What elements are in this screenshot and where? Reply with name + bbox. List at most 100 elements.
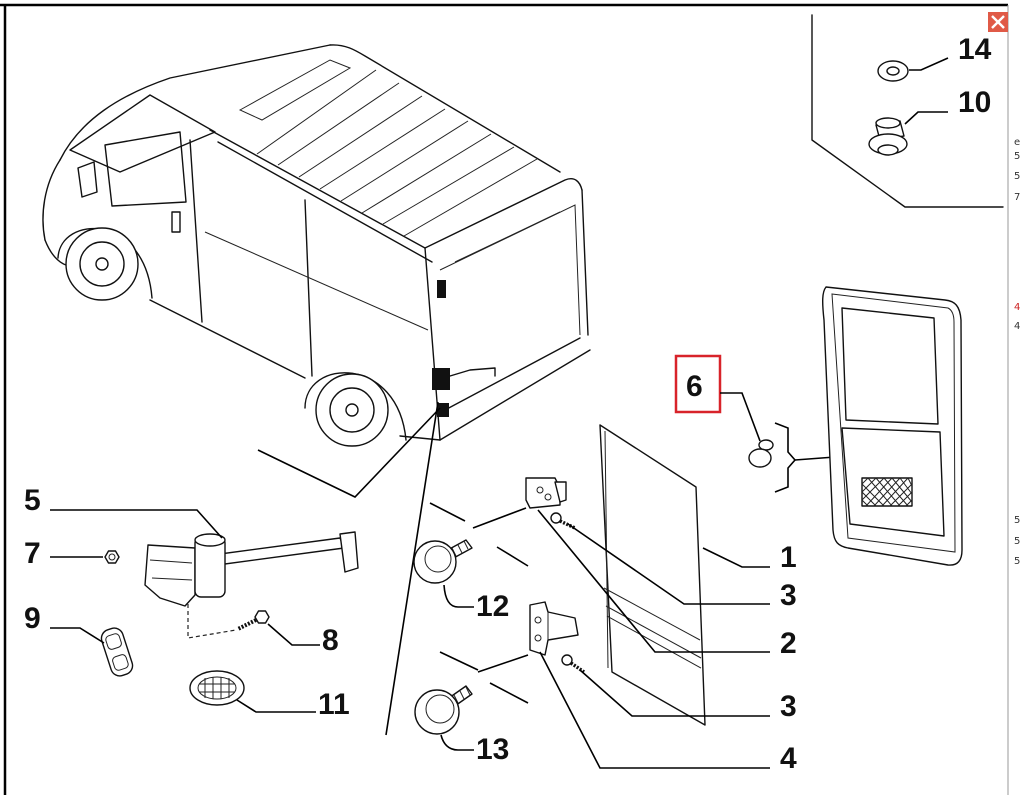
edge-fragment: 5 <box>1014 556 1021 567</box>
callout-1[interactable]: 1 <box>780 541 797 574</box>
callout-6[interactable]: 6 <box>686 370 703 403</box>
strap-arm <box>204 537 345 567</box>
leader-3-lower <box>579 669 770 717</box>
callout-7[interactable]: 7 <box>24 537 41 570</box>
nut-part-7 <box>104 550 120 564</box>
washer-hole <box>886 66 900 76</box>
callout-5[interactable]: 5 <box>24 484 41 517</box>
van-front-door-edge <box>189 139 203 323</box>
callout-9[interactable]: 9 <box>24 602 41 635</box>
van-detail-leader <box>385 401 439 736</box>
plug-part-6 <box>748 439 774 468</box>
plug-base <box>877 144 899 156</box>
roof-rib <box>340 120 469 202</box>
plug-part-9 <box>100 627 134 677</box>
hinge-part-4 <box>529 601 579 656</box>
bumper-part-12 <box>413 539 473 584</box>
roof-rib <box>277 82 400 166</box>
edge-fragment: 5 <box>1014 515 1021 526</box>
leader-10 <box>904 111 948 125</box>
plug-top <box>875 117 901 129</box>
edge-fragment: 4 <box>1014 302 1021 313</box>
screw-part-3-upper <box>550 512 576 530</box>
van-cargo-floor <box>444 337 581 411</box>
callout-14[interactable]: 14 <box>958 33 992 66</box>
van-roof-vent <box>238 59 352 121</box>
roof-rib <box>319 108 446 190</box>
van-detail-leader <box>257 407 441 498</box>
edge-fragment: 5 <box>1014 151 1021 162</box>
roof-rib <box>382 146 515 225</box>
check-strap-part-5 <box>144 531 359 607</box>
leader-11 <box>236 699 316 713</box>
roof-rib <box>361 133 492 214</box>
edge-fragment: e <box>1014 137 1021 148</box>
callout-4[interactable]: 4 <box>780 742 797 775</box>
van-rear-wheel <box>315 373 389 447</box>
door-window-area <box>841 307 939 425</box>
edge-fragment: 4 <box>1014 321 1021 332</box>
leader-14 <box>909 57 949 71</box>
van-door-handle <box>171 211 181 233</box>
inset-border <box>811 14 1004 208</box>
bumper-part-13 <box>414 685 473 735</box>
roof-rib <box>256 69 377 155</box>
selected-callout-box[interactable] <box>674 354 722 414</box>
close-button[interactable] <box>988 12 1008 32</box>
roof-rib <box>403 158 538 237</box>
van-hinge-lower <box>437 403 449 417</box>
van-rear-sill <box>439 349 591 441</box>
explode-line <box>496 546 529 567</box>
callout-10[interactable]: 10 <box>958 86 991 119</box>
screw-part-3-lower <box>561 654 585 674</box>
van-roof-side-edge <box>209 129 426 249</box>
callout-2[interactable]: 2 <box>780 627 797 660</box>
callout-3-lower[interactable]: 3 <box>780 690 797 723</box>
callout-13[interactable]: 13 <box>476 733 509 766</box>
edge-fragment: 7 <box>1014 192 1021 203</box>
bracket-pointer <box>794 456 836 461</box>
van-rear-opening <box>439 204 581 336</box>
callout-12[interactable]: 12 <box>476 590 509 623</box>
hinge-upper-leader <box>472 507 527 529</box>
van-side-sill <box>149 299 306 379</box>
leader-12 <box>443 584 474 608</box>
strap-body-top <box>194 533 226 547</box>
leader-9 <box>50 627 105 644</box>
van-front-wheel <box>65 227 139 301</box>
nut-hole <box>108 553 116 561</box>
roof-rib <box>298 95 423 178</box>
close-icon[interactable] <box>991 15 1005 29</box>
leader-13 <box>440 734 474 751</box>
van-roof-front <box>59 44 331 161</box>
van-hinge-upper <box>432 368 450 390</box>
explode-line <box>489 682 529 704</box>
van-windshield <box>69 94 216 173</box>
van-rear-sill-side <box>399 435 441 441</box>
van-illustration <box>42 44 591 447</box>
edge-fragment: 5 <box>1014 536 1021 547</box>
explode-line <box>429 502 466 522</box>
door-mesh-pattern <box>861 477 913 507</box>
van-roof-far-edge <box>329 44 561 173</box>
callout-11[interactable]: 11 <box>318 688 350 721</box>
van-sliding-door-edge <box>304 199 313 377</box>
bolt-part-8 <box>237 610 270 631</box>
strap-bracket <box>144 544 196 607</box>
callout-3-upper[interactable]: 3 <box>780 579 797 612</box>
van-rear-header <box>424 178 583 249</box>
cover-part-11 <box>189 670 245 706</box>
leader-6 <box>720 392 761 442</box>
door-lower-panel <box>841 427 945 537</box>
van-side-window <box>104 131 187 207</box>
hinge-lower-leader <box>477 654 529 673</box>
rear-door-inner-view <box>821 286 963 566</box>
strap-bracket-detail <box>149 559 193 581</box>
van-hinge-top <box>437 280 446 298</box>
van-side-crease <box>204 231 429 331</box>
van-mirror <box>77 161 98 198</box>
edge-fragment: 5 <box>1014 171 1021 182</box>
van-front-face <box>42 159 61 241</box>
callout-8[interactable]: 8 <box>322 624 339 657</box>
